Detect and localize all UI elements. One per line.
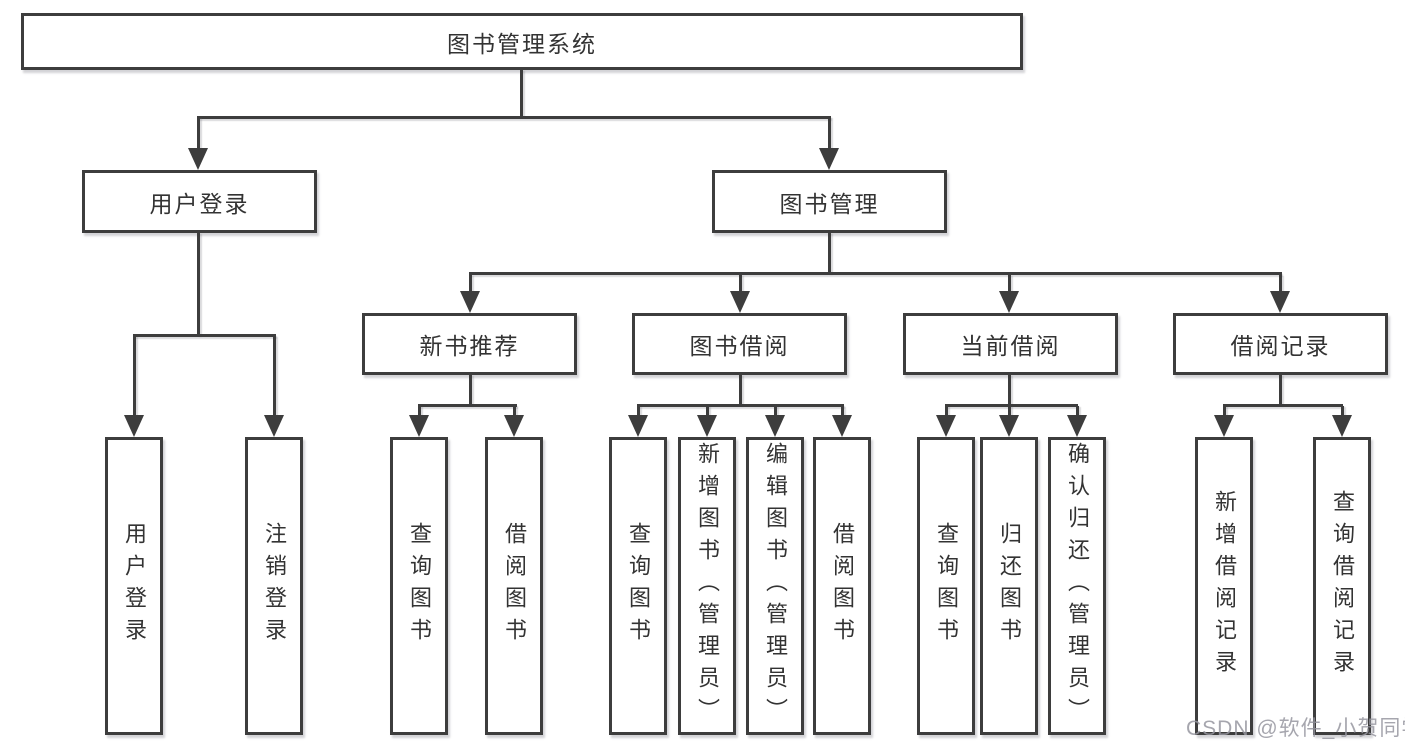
connector-line (1279, 275, 1282, 292)
arrow-down-icon (124, 415, 144, 437)
csdn-watermark: CSDN @软件_小贺同学 (1186, 717, 1405, 740)
arrow-down-icon (409, 415, 429, 437)
connector-line (197, 117, 200, 149)
arrow-down-icon (697, 415, 717, 437)
connector-line (945, 404, 1078, 407)
leaf-query-books-recommend: 查询图书 (390, 437, 448, 735)
connector-line (1223, 404, 1343, 407)
node-book-management: 图书管理 (712, 170, 947, 233)
connector-line (520, 70, 523, 117)
connector-line (841, 406, 844, 416)
node-book-borrow: 图书借阅 (632, 313, 847, 375)
arrow-down-icon (999, 415, 1019, 437)
node-root: 图书管理系统 (21, 13, 1023, 70)
connector-line (513, 406, 516, 416)
node-user-login: 用户登录 (82, 170, 317, 233)
node-book-management-label: 图书管理 (779, 190, 880, 217)
arrow-down-icon (999, 291, 1019, 313)
arrow-down-icon (628, 415, 648, 437)
connector-line (469, 272, 1282, 275)
arrow-down-icon (1214, 415, 1234, 437)
leaf-edit-book-admin: 编辑图书（管理员） (746, 437, 804, 735)
connector-line (469, 275, 472, 292)
arrow-down-icon (936, 415, 956, 437)
leaf-return-book-label: 归还图书 (997, 522, 1022, 650)
leaf-return-book: 归还图书 (980, 437, 1038, 735)
node-book-borrow-label: 图书借阅 (689, 333, 790, 359)
leaf-borrow-books-recommend-label: 借阅图书 (502, 522, 527, 650)
connector-line (1008, 275, 1011, 292)
node-root-label: 图书管理系统 (447, 30, 597, 57)
arrow-down-icon (264, 415, 284, 437)
connector-line (418, 404, 517, 407)
connector-line (1008, 406, 1011, 416)
leaf-logout-label: 注销登录 (262, 522, 287, 650)
node-borrow-records-label: 借阅记录 (1230, 333, 1331, 359)
connector-line (1076, 406, 1079, 416)
connector-line (418, 406, 421, 416)
leaf-edit-book-admin-label: 编辑图书（管理员） (763, 442, 788, 730)
connector-line (739, 275, 742, 292)
leaf-query-books-borrow: 查询图书 (609, 437, 667, 735)
arrow-down-icon (765, 415, 785, 437)
connector-line (739, 375, 742, 406)
node-user-login-label: 用户登录 (149, 190, 250, 217)
connector-line (273, 336, 276, 416)
connector-line (1008, 375, 1011, 406)
connector-line (133, 334, 276, 337)
node-borrow-records: 借阅记录 (1173, 313, 1388, 375)
arrow-down-icon (1270, 291, 1290, 313)
connector-line (197, 233, 200, 336)
arrow-down-icon (1332, 415, 1352, 437)
connector-line (828, 233, 831, 274)
leaf-query-books-current: 查询图书 (917, 437, 975, 735)
arrow-down-icon (832, 415, 852, 437)
leaf-logout: 注销登录 (245, 437, 303, 735)
node-new-book-recommend: 新书推荐 (362, 313, 577, 375)
connector-line (1341, 406, 1344, 416)
connector-line (774, 406, 777, 416)
connector-line (197, 116, 831, 119)
leaf-confirm-return-admin: 确认归还（管理员） (1048, 437, 1106, 735)
connector-line (469, 375, 472, 406)
connector-line (828, 117, 831, 149)
leaf-query-borrow-record-label: 查询借阅记录 (1330, 490, 1355, 682)
arrow-down-icon (460, 291, 480, 313)
node-new-book-recommend-label: 新书推荐 (419, 333, 520, 359)
arrow-down-icon (1067, 415, 1087, 437)
connector-line (133, 336, 136, 416)
connector-line (1223, 406, 1226, 416)
leaf-borrow-books-recommend: 借阅图书 (485, 437, 543, 735)
leaf-add-book-admin: 新增图书（管理员） (678, 437, 736, 735)
leaf-add-borrow-record-label: 新增借阅记录 (1212, 490, 1237, 682)
arrow-down-icon (504, 415, 524, 437)
leaf-query-books-recommend-label: 查询图书 (407, 522, 432, 650)
leaf-query-borrow-record: 查询借阅记录 (1313, 437, 1371, 735)
connector-line (1279, 375, 1282, 406)
leaf-confirm-return-admin-label: 确认归还（管理员） (1065, 442, 1090, 730)
connector-line (706, 406, 709, 416)
leaf-borrow-books: 借阅图书 (813, 437, 871, 735)
leaf-add-book-admin-label: 新增图书（管理员） (695, 442, 720, 730)
leaf-query-books-current-label: 查询图书 (934, 522, 959, 650)
arrow-down-icon (819, 148, 839, 170)
node-current-borrow-label: 当前借阅 (960, 333, 1061, 359)
leaf-borrow-books-label: 借阅图书 (830, 522, 855, 650)
node-current-borrow: 当前借阅 (903, 313, 1118, 375)
arrow-down-icon (730, 291, 750, 313)
connector-line (945, 406, 948, 416)
arrow-down-icon (188, 148, 208, 170)
connector-line (637, 404, 844, 407)
leaf-user-login-label: 用户登录 (122, 522, 147, 650)
leaf-user-login: 用户登录 (105, 437, 163, 735)
leaf-query-books-borrow-label: 查询图书 (626, 522, 651, 650)
leaf-add-borrow-record: 新增借阅记录 (1195, 437, 1253, 735)
connector-line (637, 406, 640, 416)
